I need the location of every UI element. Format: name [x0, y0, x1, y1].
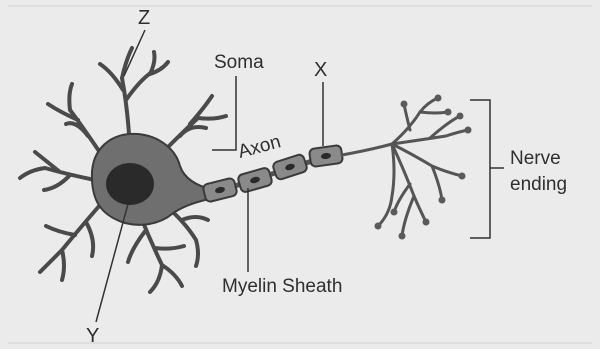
- pointer-z: [124, 30, 145, 76]
- label-nerve-ending-line1: Nerve: [510, 148, 561, 169]
- label-x: X: [314, 59, 327, 81]
- axon-terminals: [342, 98, 468, 236]
- label-soma: Soma: [214, 52, 264, 73]
- pointer-soma: [212, 76, 236, 150]
- myelin-segment-2: [237, 167, 273, 193]
- label-nerve-ending-line2: ending: [510, 174, 567, 195]
- label-myelin-sheath: Myelin Sheath: [222, 276, 342, 297]
- pointer-y: [96, 204, 128, 322]
- label-axon: Axon: [236, 131, 283, 162]
- myelin-segment-3: [272, 153, 308, 180]
- nucleus: [106, 163, 154, 205]
- label-z: Z: [138, 7, 150, 29]
- myelin-segment-1: [202, 177, 237, 202]
- nerve-ending-bracket: [470, 100, 490, 238]
- myelin-segment-4: [309, 145, 343, 167]
- label-y: Y: [86, 325, 99, 347]
